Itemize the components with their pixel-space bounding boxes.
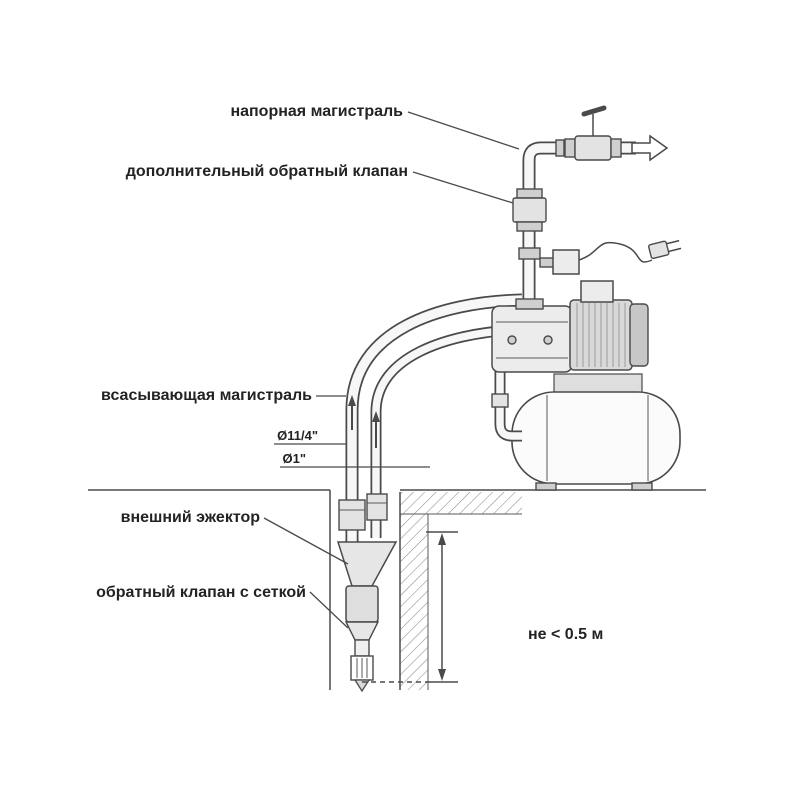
- pump-head: [491, 298, 573, 373]
- pipe-coupling-outer: [338, 499, 366, 531]
- switch-tee: [539, 257, 555, 268]
- label-external-ejector: внешний эжектор: [121, 509, 261, 526]
- label-suction-line: всасывающая магистраль: [101, 387, 312, 404]
- motor-fan-cover: [629, 303, 649, 367]
- label-min-distance: не < 0.5 м: [528, 626, 603, 643]
- pressure-tank: [511, 373, 681, 491]
- power-plug: [648, 239, 682, 260]
- pressure-pipe: [522, 141, 636, 312]
- motor-fins: [576, 303, 626, 367]
- label-diameter-inner: Ø1": [282, 451, 306, 466]
- label-diameter-outer: Ø11/4": [277, 428, 318, 443]
- pump-bolt: [507, 335, 517, 345]
- pump-to-tank-pipe: [491, 368, 522, 442]
- leader-additional-check-valve: [412, 171, 514, 204]
- pressure-switch: [539, 249, 580, 275]
- pipe-coupling: [518, 247, 541, 260]
- valve-nut: [564, 138, 576, 158]
- tank-saddle: [553, 373, 643, 395]
- leader-external-ejector: [263, 517, 349, 565]
- pump-bolt: [543, 335, 553, 345]
- check-valve-with-strainer-body: [344, 585, 380, 657]
- outlet-valve: [555, 105, 622, 161]
- motor: [569, 280, 649, 371]
- strainer-mesh: [350, 655, 374, 693]
- depth-dimension: [362, 531, 458, 683]
- pipe-flange: [555, 139, 565, 157]
- valve-handle: [581, 105, 607, 117]
- well-wall-hatch-band: [400, 514, 428, 690]
- valve-nut: [610, 138, 622, 158]
- suction-pipe-inner: [370, 324, 513, 538]
- union-nut: [516, 221, 543, 232]
- suction-pipe-outer: [345, 293, 523, 545]
- well-shaft: [329, 490, 522, 690]
- pump-inlet-flange: [515, 298, 544, 310]
- leader-check-valve-strainer: [309, 591, 349, 629]
- tank-leg: [631, 482, 653, 491]
- label-check-valve-strainer: обратный клапан с сеткой: [96, 584, 306, 601]
- terminal-box: [580, 280, 614, 303]
- valve-body: [574, 135, 612, 161]
- leader-pressure-line: [407, 111, 520, 150]
- power-cord: [578, 241, 653, 263]
- union-nut: [516, 188, 543, 199]
- ground-hatch-top-band: [400, 492, 522, 514]
- flow-arrow-up-outer: [348, 395, 356, 430]
- tank-leg: [535, 482, 557, 491]
- flow-direction-arrow: [631, 134, 669, 162]
- flow-arrow-up-inner: [372, 411, 380, 448]
- additional-check-valve: [512, 188, 547, 260]
- label-additional-check-valve: дополнительный обратный клапан: [126, 163, 408, 180]
- pipe-coupling-inner: [366, 493, 388, 521]
- label-pressure-line: напорная магистраль: [230, 103, 403, 120]
- leader-lines: [263, 111, 520, 629]
- union-nut: [491, 393, 509, 408]
